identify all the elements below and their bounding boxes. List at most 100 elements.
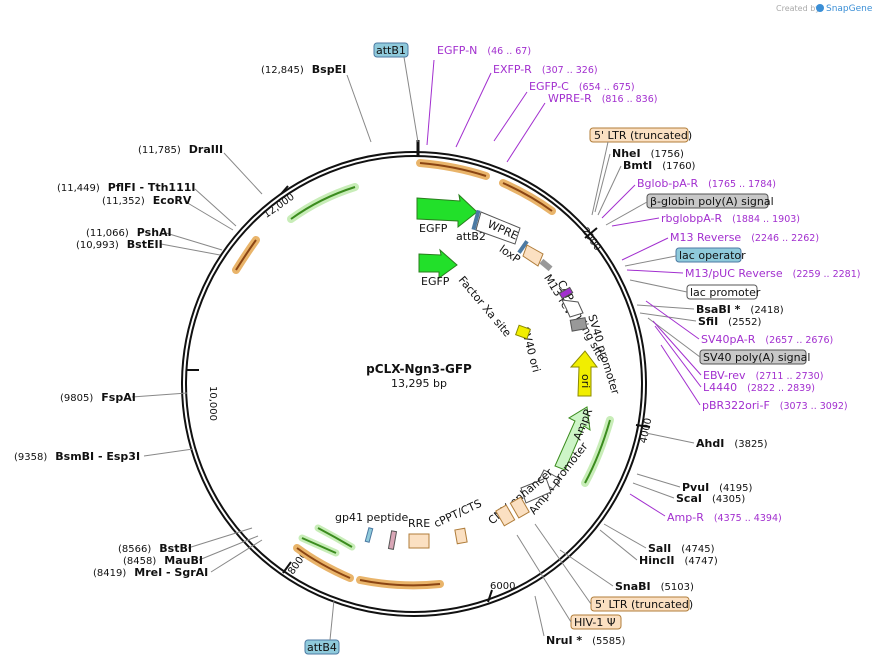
feature-egfp-2: EGFP bbox=[421, 275, 450, 288]
ltr-bottom-label: 5' LTR (truncated) bbox=[595, 598, 693, 611]
site-pvui: PvuI(4195) bbox=[682, 481, 753, 494]
leader-bglob-pa-r bbox=[601, 184, 636, 219]
site-snabi: SnaBI(5103) bbox=[615, 580, 694, 593]
site-fspai: (9805)FspAI bbox=[60, 391, 136, 404]
site-pshai: (11,066)PshAI bbox=[86, 226, 172, 239]
leader-amp-r bbox=[629, 493, 666, 517]
primer-m13-reverse: M13 Reverse(2246 .. 2262) bbox=[670, 231, 819, 244]
plasmid-size: 13,295 bp bbox=[391, 377, 447, 390]
attb4-box bbox=[304, 639, 340, 655]
site-ecorv: (11,352)EcoRV bbox=[102, 194, 192, 207]
sv40-polya-label: SV40 poly(A) signal bbox=[703, 351, 810, 364]
green-arrow-right bbox=[584, 419, 611, 484]
primer-pbr322ori-f: pBR322ori-F(3073 .. 3092) bbox=[702, 399, 848, 412]
site-draiii: (11,785)DraIII bbox=[138, 143, 223, 156]
leader-nrui bbox=[534, 595, 545, 637]
attb1-leader bbox=[403, 56, 419, 143]
ampr-arrow bbox=[554, 406, 591, 471]
feature-gp41: gp41 peptide bbox=[335, 511, 409, 524]
ampr-promoter-box bbox=[538, 469, 561, 490]
leader-hiv bbox=[516, 534, 572, 623]
feature-cppt: cPPT/CTS bbox=[432, 497, 484, 530]
feature-egfp-1: EGFP bbox=[419, 222, 448, 235]
leader-ahdi bbox=[645, 432, 695, 444]
tick-label-10000: 10,000 bbox=[207, 386, 218, 421]
tick-2000-mark bbox=[584, 227, 598, 239]
site-bstbi: (8566)BstBI bbox=[118, 542, 192, 555]
orange-arrow-bottom-left bbox=[296, 547, 351, 579]
site-maubi: (8458)MauBI bbox=[123, 554, 203, 567]
green-arrow-bottom-1 bbox=[301, 537, 337, 554]
gp41-blue-marker bbox=[364, 527, 374, 543]
leader-ltr-bottom bbox=[534, 523, 592, 605]
site-nhei: NheI(1756) bbox=[612, 147, 684, 160]
cmv-enhancer-box bbox=[520, 477, 552, 504]
leader-draiii bbox=[223, 152, 263, 195]
tick-6000-mark bbox=[487, 589, 493, 603]
leader-l4440 bbox=[654, 325, 702, 388]
leader-bsabi bbox=[636, 304, 695, 310]
site-bsabi: BsaBI *(2418) bbox=[696, 303, 784, 316]
sv40-polya-box bbox=[569, 317, 588, 332]
bglobin-label: β-globin poly(A) signal bbox=[650, 195, 774, 208]
backbone-inner-ring bbox=[185, 155, 643, 613]
leader-pvui bbox=[636, 473, 681, 488]
primer-m13-puc: M13/pUC Reverse(2259 .. 2281) bbox=[685, 267, 860, 280]
leader-m13-puc bbox=[626, 269, 684, 274]
gray-feature-small bbox=[539, 258, 553, 272]
ori-arrow bbox=[569, 350, 598, 397]
site-bmti: BmtI(1760) bbox=[623, 159, 696, 172]
ltr-feature-box bbox=[522, 244, 544, 267]
primer-egfp-c: EGFP-C(654 .. 675) bbox=[529, 80, 635, 93]
leader-ltr-top bbox=[591, 141, 609, 216]
leader-sali bbox=[603, 523, 647, 549]
leader-snabi bbox=[559, 549, 614, 587]
attb4-leader bbox=[329, 599, 335, 641]
attb1-label: attB1 bbox=[376, 44, 406, 57]
leader-m13-reverse bbox=[621, 237, 669, 261]
leader-fspai bbox=[131, 392, 188, 398]
leader-maubi bbox=[198, 535, 259, 561]
ltr-top-box bbox=[589, 127, 689, 143]
plasmid-name: pCLX-Ngn3-GFP bbox=[366, 362, 472, 376]
feature-rre: RRE bbox=[408, 517, 430, 530]
site-bspei: (12,845)BspEI bbox=[261, 63, 346, 76]
sv40-ori-box bbox=[515, 324, 531, 340]
rre-box bbox=[408, 533, 430, 549]
tick-label-4000: 4000 bbox=[638, 417, 654, 444]
green-arrow-top-left bbox=[290, 186, 356, 220]
lac-promoter-arrow bbox=[561, 299, 584, 318]
gp41-marker bbox=[387, 530, 398, 550]
leader-bsmbi bbox=[143, 448, 194, 457]
green-arrow-top-left-halo bbox=[287, 183, 359, 223]
credit-created-by: Created by bbox=[776, 4, 820, 13]
backbone-outer-ring bbox=[181, 151, 647, 617]
leader-scai bbox=[632, 482, 675, 499]
credit-brand: SnapGene bbox=[826, 4, 873, 14]
leader-egfp-c bbox=[493, 91, 528, 142]
leader-bspei bbox=[346, 74, 372, 143]
leader-rbglobpa-r bbox=[611, 217, 660, 227]
lac-operator-label: lac operator bbox=[679, 249, 746, 262]
egfp-arrow-2 bbox=[418, 248, 458, 279]
leader-exfp-r bbox=[455, 72, 492, 148]
leader-bglobin bbox=[605, 201, 648, 226]
snapgene-logo-icon bbox=[816, 4, 824, 12]
primer-sv40pa-r: SV40pA-R(2657 .. 2676) bbox=[701, 333, 833, 346]
tick-8000-mark bbox=[282, 561, 292, 574]
primer-l4440: L4440(2822 .. 2839) bbox=[703, 381, 815, 394]
leader-ebv-rev bbox=[652, 320, 702, 376]
feature-attb2: attB2 bbox=[456, 230, 486, 243]
cppt-box bbox=[454, 527, 468, 545]
leader-wpre-r bbox=[506, 102, 546, 163]
ltr-inner-box-2 bbox=[509, 496, 530, 519]
leader-sv40pa-r bbox=[645, 300, 700, 340]
primer-exfp-r: EXFP-R(307 .. 326) bbox=[493, 63, 598, 76]
green-arrow-bottom-2 bbox=[317, 527, 353, 548]
lac-promoter-label: lac promoter bbox=[690, 286, 761, 299]
leader-lac-promoter bbox=[629, 279, 688, 293]
primer-amp-r: Amp-R(4375 .. 4394) bbox=[667, 511, 782, 524]
attb4-label: attB4 bbox=[307, 641, 337, 654]
